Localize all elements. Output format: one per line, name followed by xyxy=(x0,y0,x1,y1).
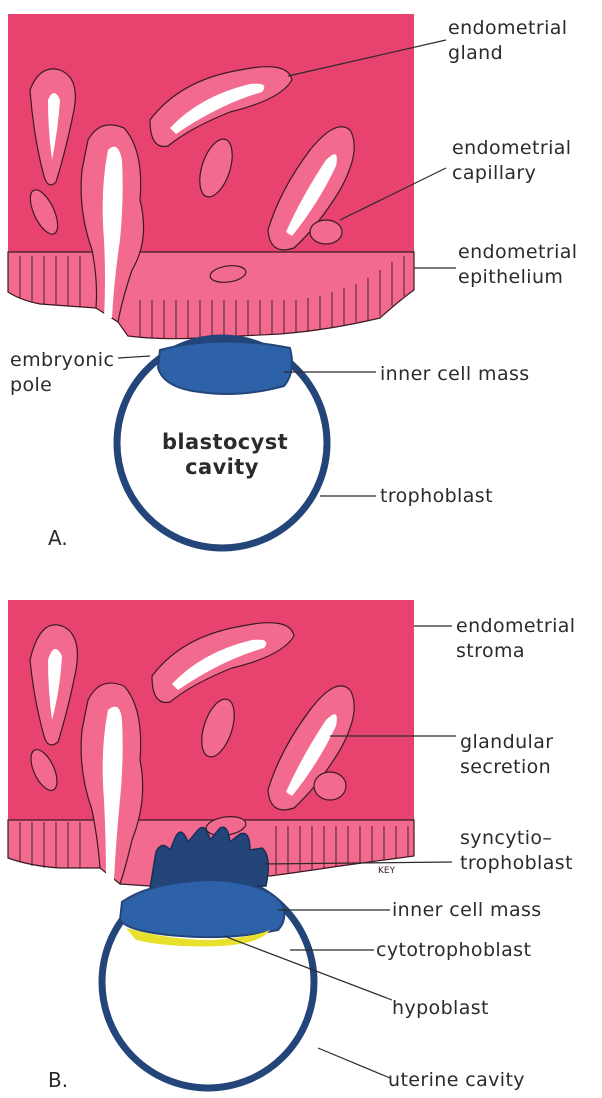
label-endometrial-stroma-line1: endometrial xyxy=(456,614,575,639)
label-uterine-cavity: uterine cavity xyxy=(388,1068,525,1093)
panel-letter-a: A. xyxy=(48,526,68,550)
label-embryonic-pole-line2: pole xyxy=(10,373,114,398)
label-endometrial-gland: endometrial gland xyxy=(448,16,567,66)
label-embryonic-pole-line1: embryonic xyxy=(10,348,114,373)
label-cytotrophoblast: cytotrophoblast xyxy=(376,938,531,963)
label-blastocyst-cavity-line1: blastocyst xyxy=(162,430,282,455)
label-glandular-secretion-line2: secretion xyxy=(460,755,553,780)
artist-signature: KEY xyxy=(378,866,395,876)
label-inner-cell-mass-a: inner cell mass xyxy=(380,362,530,387)
label-hypoblast: hypoblast xyxy=(392,996,489,1021)
label-endometrial-epithelium-line2: epithelium xyxy=(458,265,577,290)
label-glandular-secretion: glandular secretion xyxy=(460,730,553,780)
label-endometrial-epithelium-line1: endometrial xyxy=(458,240,577,265)
label-endometrial-capillary-line1: endometrial xyxy=(452,136,571,161)
endometrial-epithelium-a xyxy=(8,252,414,339)
endometrial-capillary-3-b xyxy=(314,772,346,800)
panel-b xyxy=(8,600,456,1088)
label-endometrial-stroma: endometrial stroma xyxy=(456,614,575,664)
label-glandular-secretion-line1: glandular xyxy=(460,730,553,755)
endometrial-capillary-3-a xyxy=(310,220,342,244)
label-embryonic-pole: embryonic pole xyxy=(10,348,114,398)
label-endometrial-gland-line1: endometrial xyxy=(448,16,567,41)
label-endometrial-gland-line2: gland xyxy=(448,41,567,66)
label-endometrial-capillary: endometrial capillary xyxy=(452,136,571,186)
label-syncytiotrophoblast-line2: trophoblast xyxy=(460,851,573,876)
label-blastocyst-cavity: blastocyst cavity xyxy=(162,430,282,480)
panel-letter-b: B. xyxy=(48,1068,68,1092)
inner-cell-mass-a xyxy=(158,341,292,394)
label-endometrial-stroma-line2: stroma xyxy=(456,639,575,664)
label-blastocyst-cavity-line2: cavity xyxy=(162,455,282,480)
label-inner-cell-mass-b: inner cell mass xyxy=(392,898,542,923)
label-syncytiotrophoblast-line1: syncytio– xyxy=(460,826,573,851)
label-endometrial-epithelium: endometrial epithelium xyxy=(458,240,577,290)
inner-cell-mass-b xyxy=(120,880,284,937)
label-trophoblast-a: trophoblast xyxy=(380,484,493,509)
label-endometrial-capillary-line2: capillary xyxy=(452,161,571,186)
label-syncytiotrophoblast: syncytio– trophoblast xyxy=(460,826,573,876)
